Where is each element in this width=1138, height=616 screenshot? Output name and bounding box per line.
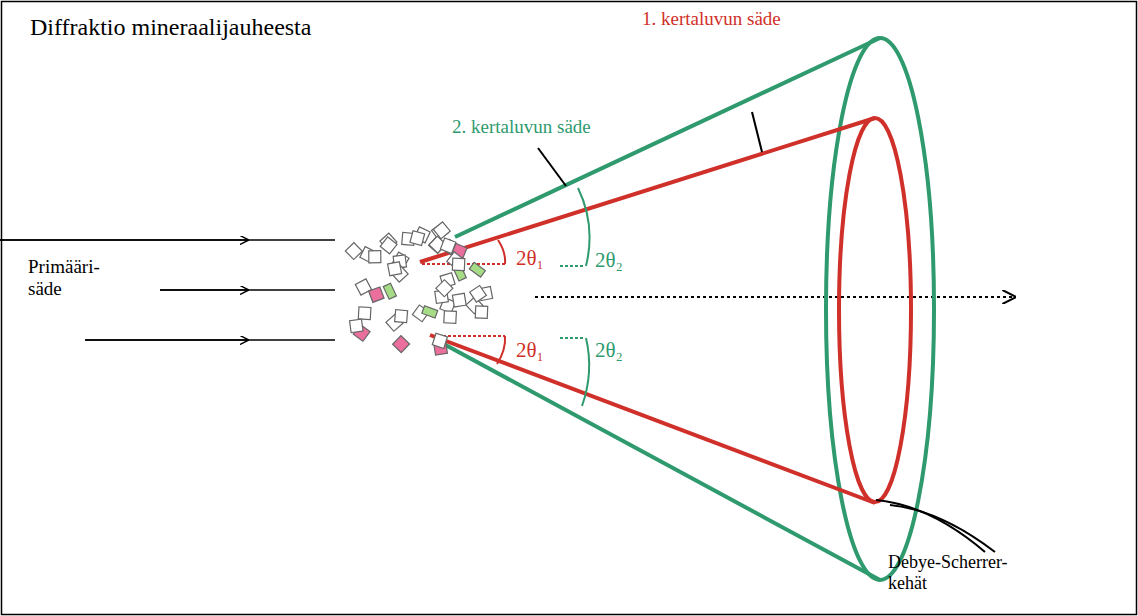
primary-beam-label: Primääri- säde (28, 256, 118, 300)
first-order-label: 1. kertaluvun säde (642, 8, 781, 30)
crystal-grain (395, 310, 408, 323)
crystal-grain (470, 285, 487, 302)
crystal-grain (380, 237, 397, 254)
primary-beam (0, 240, 335, 340)
crystal-grain (369, 251, 381, 263)
leader-lines (538, 112, 995, 552)
crystal-grain (433, 222, 450, 239)
first-order-cone (420, 118, 911, 503)
crystal-grain (475, 306, 487, 318)
crystal-grain (345, 243, 362, 260)
angle-markers (422, 188, 590, 406)
crystal-grain (452, 258, 464, 270)
crystal-grain (436, 280, 453, 297)
crystal-grain (410, 231, 425, 246)
crystal-grain (383, 283, 396, 299)
crystal-grain (440, 238, 456, 254)
diagram-title: Diffraktio mineraalijauheesta (30, 14, 311, 42)
angle-label: 2θ₂ (593, 338, 625, 362)
crystal-grain (444, 311, 457, 324)
rings-label: Debye-Scherrer- kehät (888, 552, 1048, 593)
crystal-grain (452, 293, 466, 307)
crystal-grain (388, 262, 402, 276)
crystal-grain (358, 307, 371, 320)
angle-label: 2θ₁ (514, 338, 546, 362)
second-order-label: 2. kertaluvun säde (452, 116, 591, 138)
crystal-grain (393, 336, 410, 353)
angle-label: 2θ₁ (514, 246, 546, 270)
angle-label: 2θ₂ (593, 248, 625, 272)
powder-crystals (345, 222, 492, 355)
crystal-grain (369, 287, 384, 302)
crystal-grain (422, 306, 438, 318)
crystal-grain (350, 319, 363, 332)
beam-axis (535, 296, 1015, 298)
crystal-grain (469, 262, 485, 277)
crystal-grain (432, 333, 447, 348)
